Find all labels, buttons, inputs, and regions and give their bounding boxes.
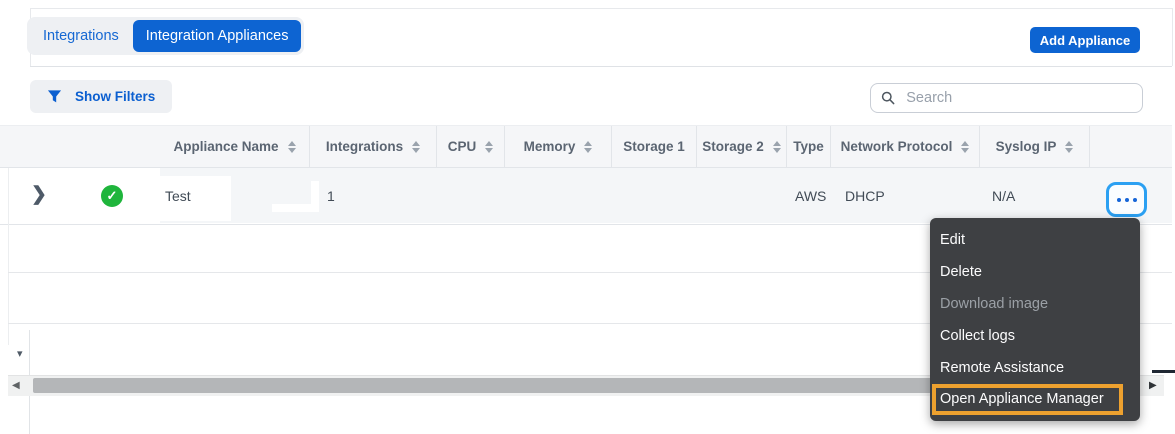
row-actions-button[interactable] [1106, 182, 1147, 217]
search-input[interactable] [904, 89, 1132, 107]
edge-marker [1152, 370, 1175, 373]
sort-icon[interactable] [961, 140, 970, 153]
filter-icon [47, 90, 62, 103]
panel-right-border [1172, 8, 1173, 66]
caret-down-icon[interactable]: ▾ [17, 348, 23, 360]
column-header-type[interactable]: Type [787, 126, 831, 167]
scroll-right-arrow[interactable]: ▶ [1149, 380, 1157, 391]
menu-item-download-image: Download image [940, 296, 1049, 312]
show-filters-label: Show Filters [75, 89, 156, 104]
sort-icon[interactable] [1065, 140, 1074, 153]
column-header-memory[interactable]: Memory [505, 126, 612, 167]
search-box[interactable] [870, 83, 1143, 113]
row-expand-chevron-icon[interactable]: ❯ [31, 184, 47, 205]
column-header-syslog-ip[interactable]: Syslog IP [980, 126, 1090, 167]
scroll-left-arrow[interactable]: ◀ [12, 380, 20, 391]
empty-row-divider [8, 323, 1172, 324]
add-appliance-button[interactable]: Add Appliance [1030, 27, 1140, 53]
cell-network-protocol: DHCP [845, 188, 885, 204]
horizontal-scrollbar-thumb[interactable] [33, 378, 1100, 393]
panel-top-border [30, 8, 1172, 9]
cell-integrations: 1 [327, 188, 335, 204]
menu-item-open-appliance-manager[interactable]: Open Appliance Manager [932, 384, 1123, 415]
tab-integration-appliances[interactable]: Integration Appliances [132, 20, 302, 52]
sort-icon[interactable] [485, 140, 494, 153]
sort-icon[interactable] [584, 140, 593, 153]
column-header-storage-2[interactable]: Storage 2 [697, 126, 787, 167]
row-highlight-band [160, 168, 1172, 223]
cell-syslog-ip: N/A [992, 188, 1016, 204]
table-header: Appliance Name Integrations CPU Memory S… [0, 125, 1172, 168]
cell-type: AWS [795, 188, 827, 204]
row-actions-context-menu: Edit Delete Download image Collect logs … [930, 218, 1140, 421]
sort-icon[interactable] [287, 140, 296, 153]
menu-item-edit[interactable]: Edit [940, 232, 965, 248]
sort-icon[interactable] [772, 140, 781, 153]
view-tab-group: Integrations Integration Appliances [27, 17, 305, 55]
column-header-cpu[interactable]: CPU [437, 126, 505, 167]
column-header-integrations[interactable]: Integrations [310, 126, 437, 167]
menu-item-remote-assistance[interactable]: Remote Assistance [940, 360, 1065, 376]
column-header-storage-1[interactable]: Storage 1 [612, 126, 697, 167]
empty-row-divider [8, 272, 1172, 273]
ellipsis-icon [1132, 197, 1137, 202]
show-filters-button[interactable]: Show Filters [30, 80, 173, 113]
redaction-mark [311, 181, 319, 211]
redaction-mark [272, 204, 319, 212]
menu-item-collect-logs[interactable]: Collect logs [940, 328, 1015, 344]
cell-appliance-name: Test [165, 188, 191, 204]
column-header-network-protocol[interactable]: Network Protocol [831, 126, 980, 167]
toolbar-divider [30, 66, 1172, 67]
table-left-border [8, 168, 9, 345]
menu-item-delete[interactable]: Delete [940, 264, 982, 280]
column-header-appliance-name[interactable]: Appliance Name [160, 126, 310, 167]
status-ok-icon: ✓ [101, 185, 123, 207]
redaction-mark [153, 176, 231, 221]
ellipsis-icon [1124, 197, 1129, 202]
table-row: ❯ ✓ Test 1 AWS DHCP N/A [0, 168, 1172, 225]
tab-integrations[interactable]: Integrations [43, 28, 119, 44]
sort-icon[interactable] [412, 140, 421, 153]
ellipsis-icon [1116, 197, 1121, 202]
search-icon [881, 91, 895, 105]
